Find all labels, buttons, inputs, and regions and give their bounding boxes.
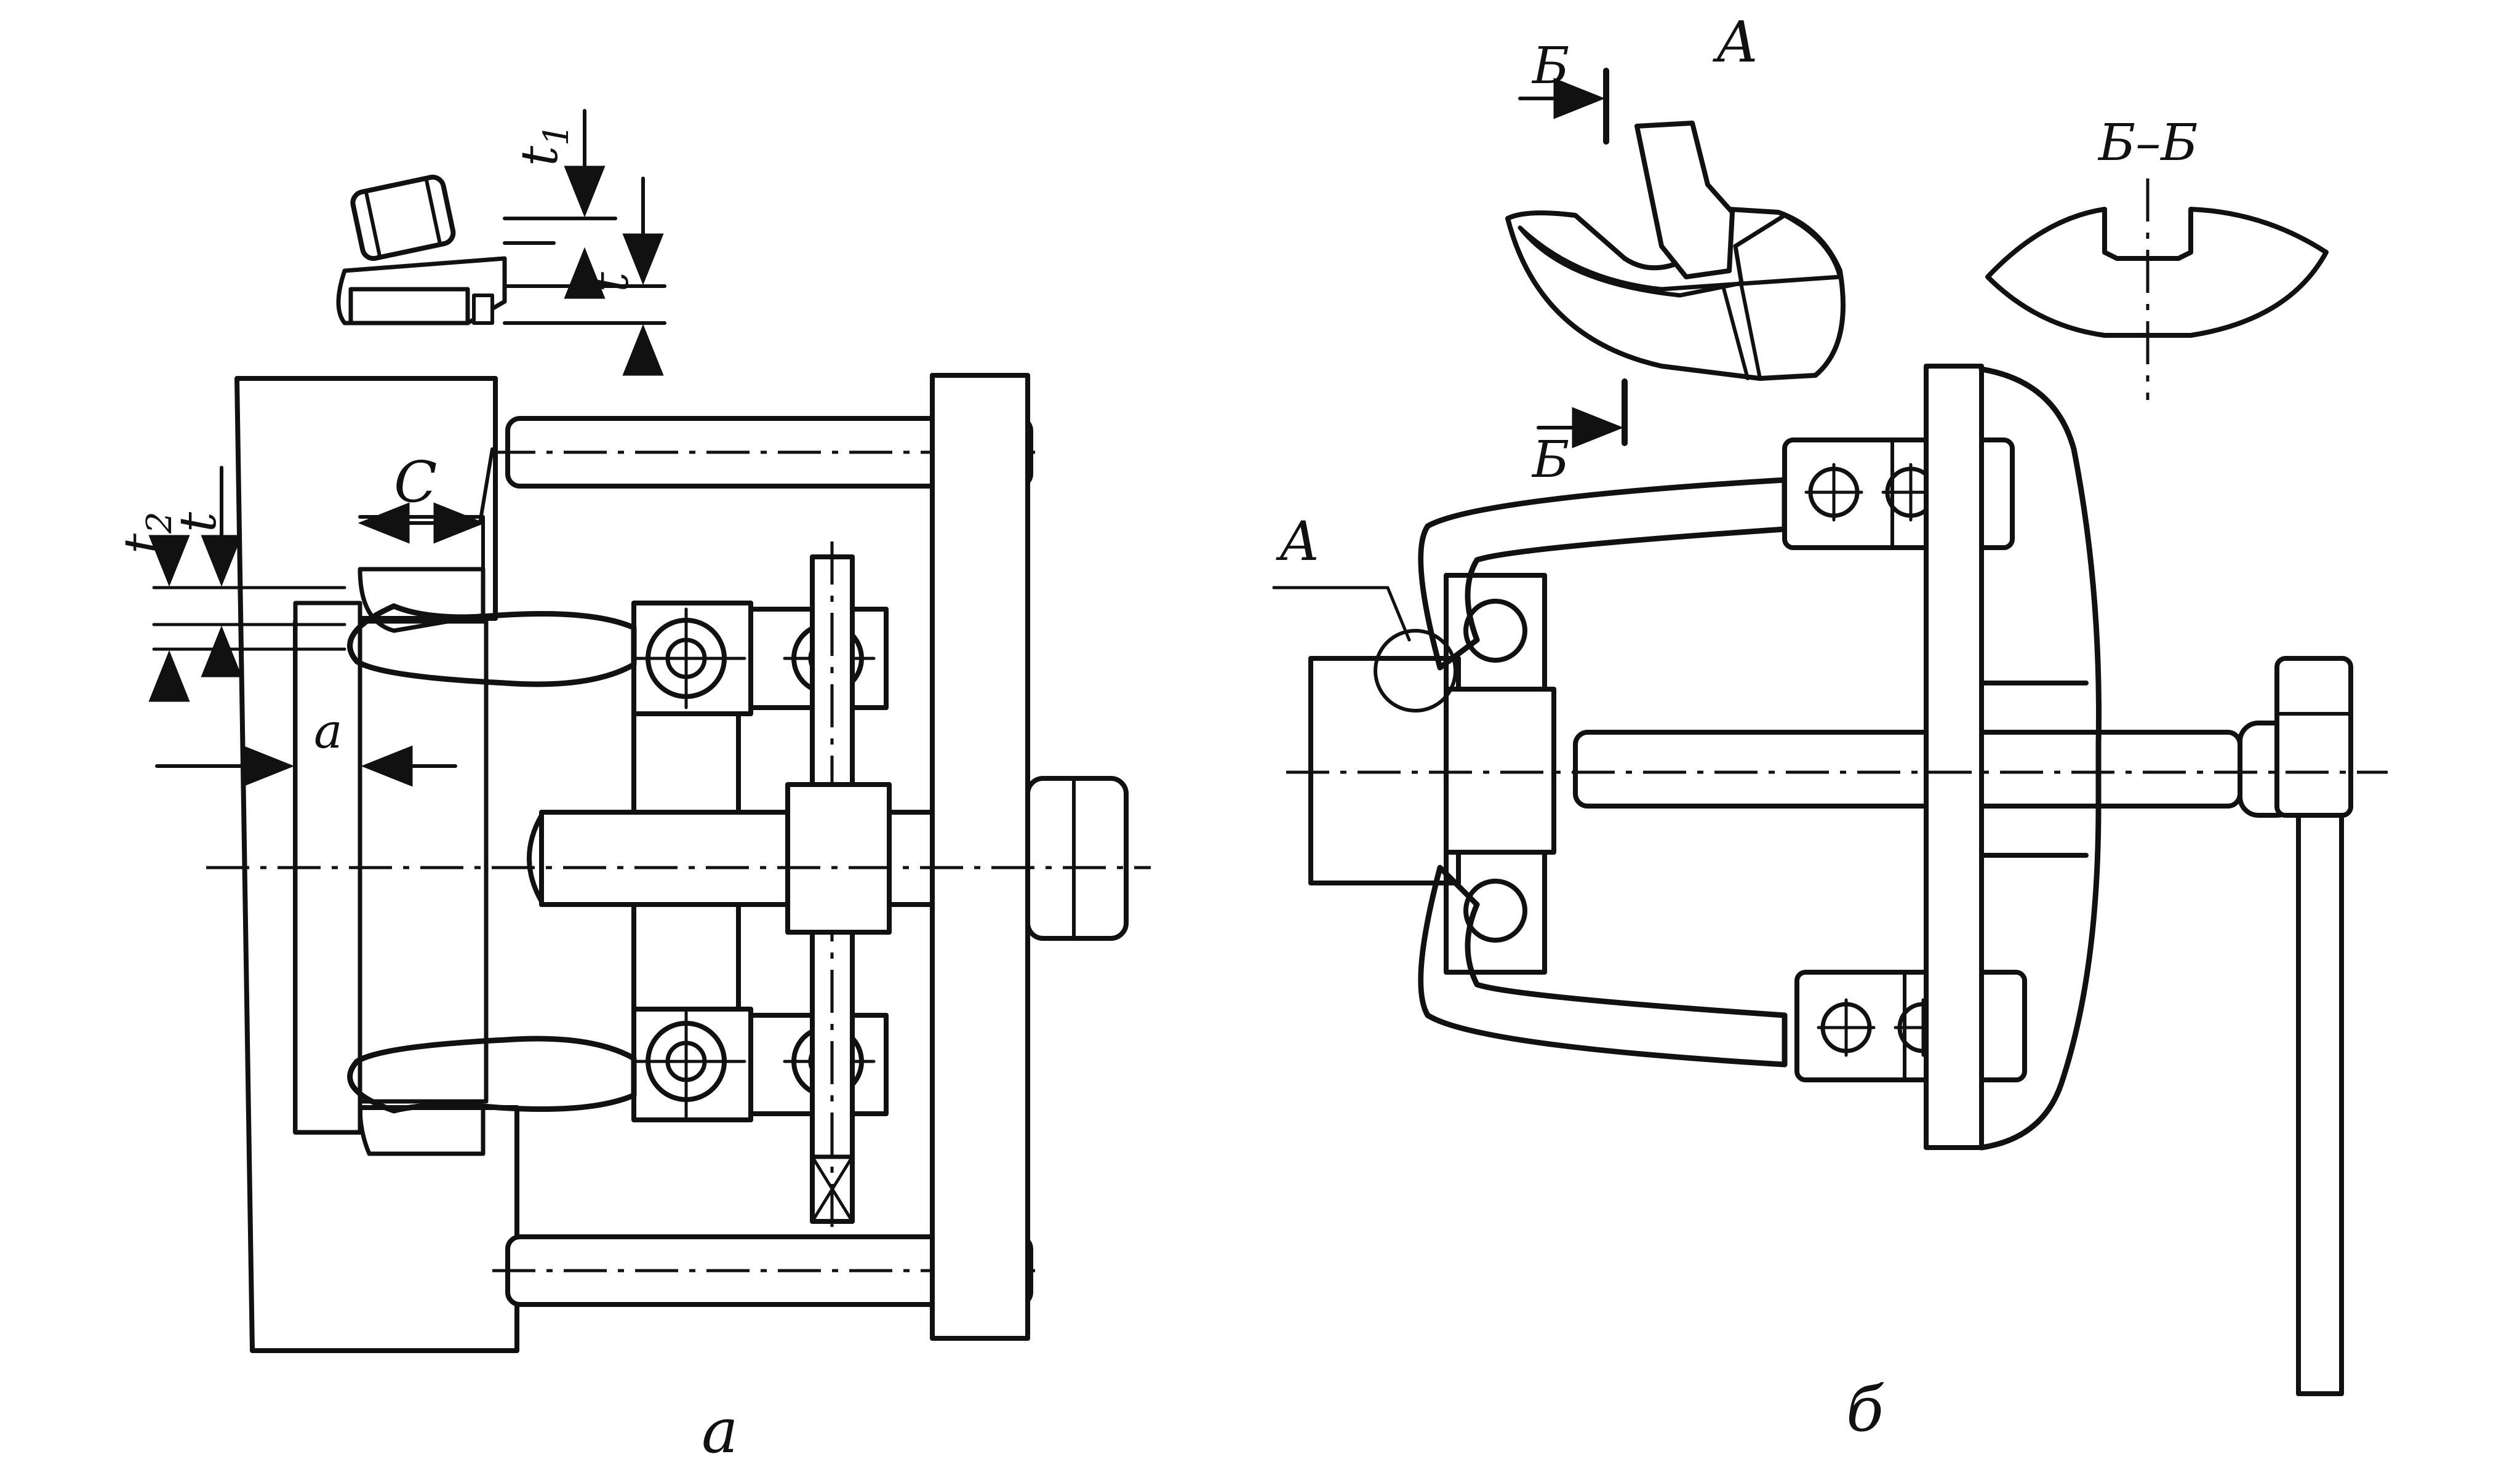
panel-a-crossbar xyxy=(930,373,1030,1341)
panel-b: A Б Б Б–Б xyxy=(1272,9,2388,1445)
panel-b-bearing: A xyxy=(1272,509,1556,975)
cut-mark-top-label: Б xyxy=(1531,37,1569,95)
dim-t2-label: t2 xyxy=(114,511,180,554)
section-bb-title: Б–Б xyxy=(2097,114,2198,172)
panel-a-screw xyxy=(527,776,1129,941)
panel-b-caption: б xyxy=(1846,1373,1884,1445)
panel-a-tie-rods xyxy=(492,416,1046,1307)
panel-a-housing xyxy=(234,376,519,1353)
dim-t2: t2 t xyxy=(114,466,346,702)
panel-b-screw xyxy=(1573,721,2298,818)
dim-c: C xyxy=(358,447,494,544)
panel-b-handle xyxy=(2274,656,2353,1396)
dim-t-left-label: t xyxy=(169,511,228,532)
dim-a-label: a xyxy=(314,704,343,759)
panel-b-section-bb: Б–Б xyxy=(1985,114,2329,400)
dim-c-label: C xyxy=(394,449,437,515)
panel-b-crossbar xyxy=(1924,364,2102,1151)
panel-a: t1 t C t xyxy=(114,109,1151,1467)
dim-t1-label: t1 xyxy=(511,124,577,166)
cut-mark-bottom-label: Б xyxy=(1531,431,1569,489)
panel-a-caption: a xyxy=(702,1395,738,1467)
panel-b-detail-a: A Б Б xyxy=(1505,9,1846,489)
detail-callout-label: A xyxy=(1276,509,1319,573)
dim-a: a xyxy=(155,704,457,787)
dim-t-upper-label: t xyxy=(582,271,640,292)
detail-a-title: A xyxy=(1712,9,1758,75)
panel-a-detail-view: t1 t xyxy=(336,109,666,376)
